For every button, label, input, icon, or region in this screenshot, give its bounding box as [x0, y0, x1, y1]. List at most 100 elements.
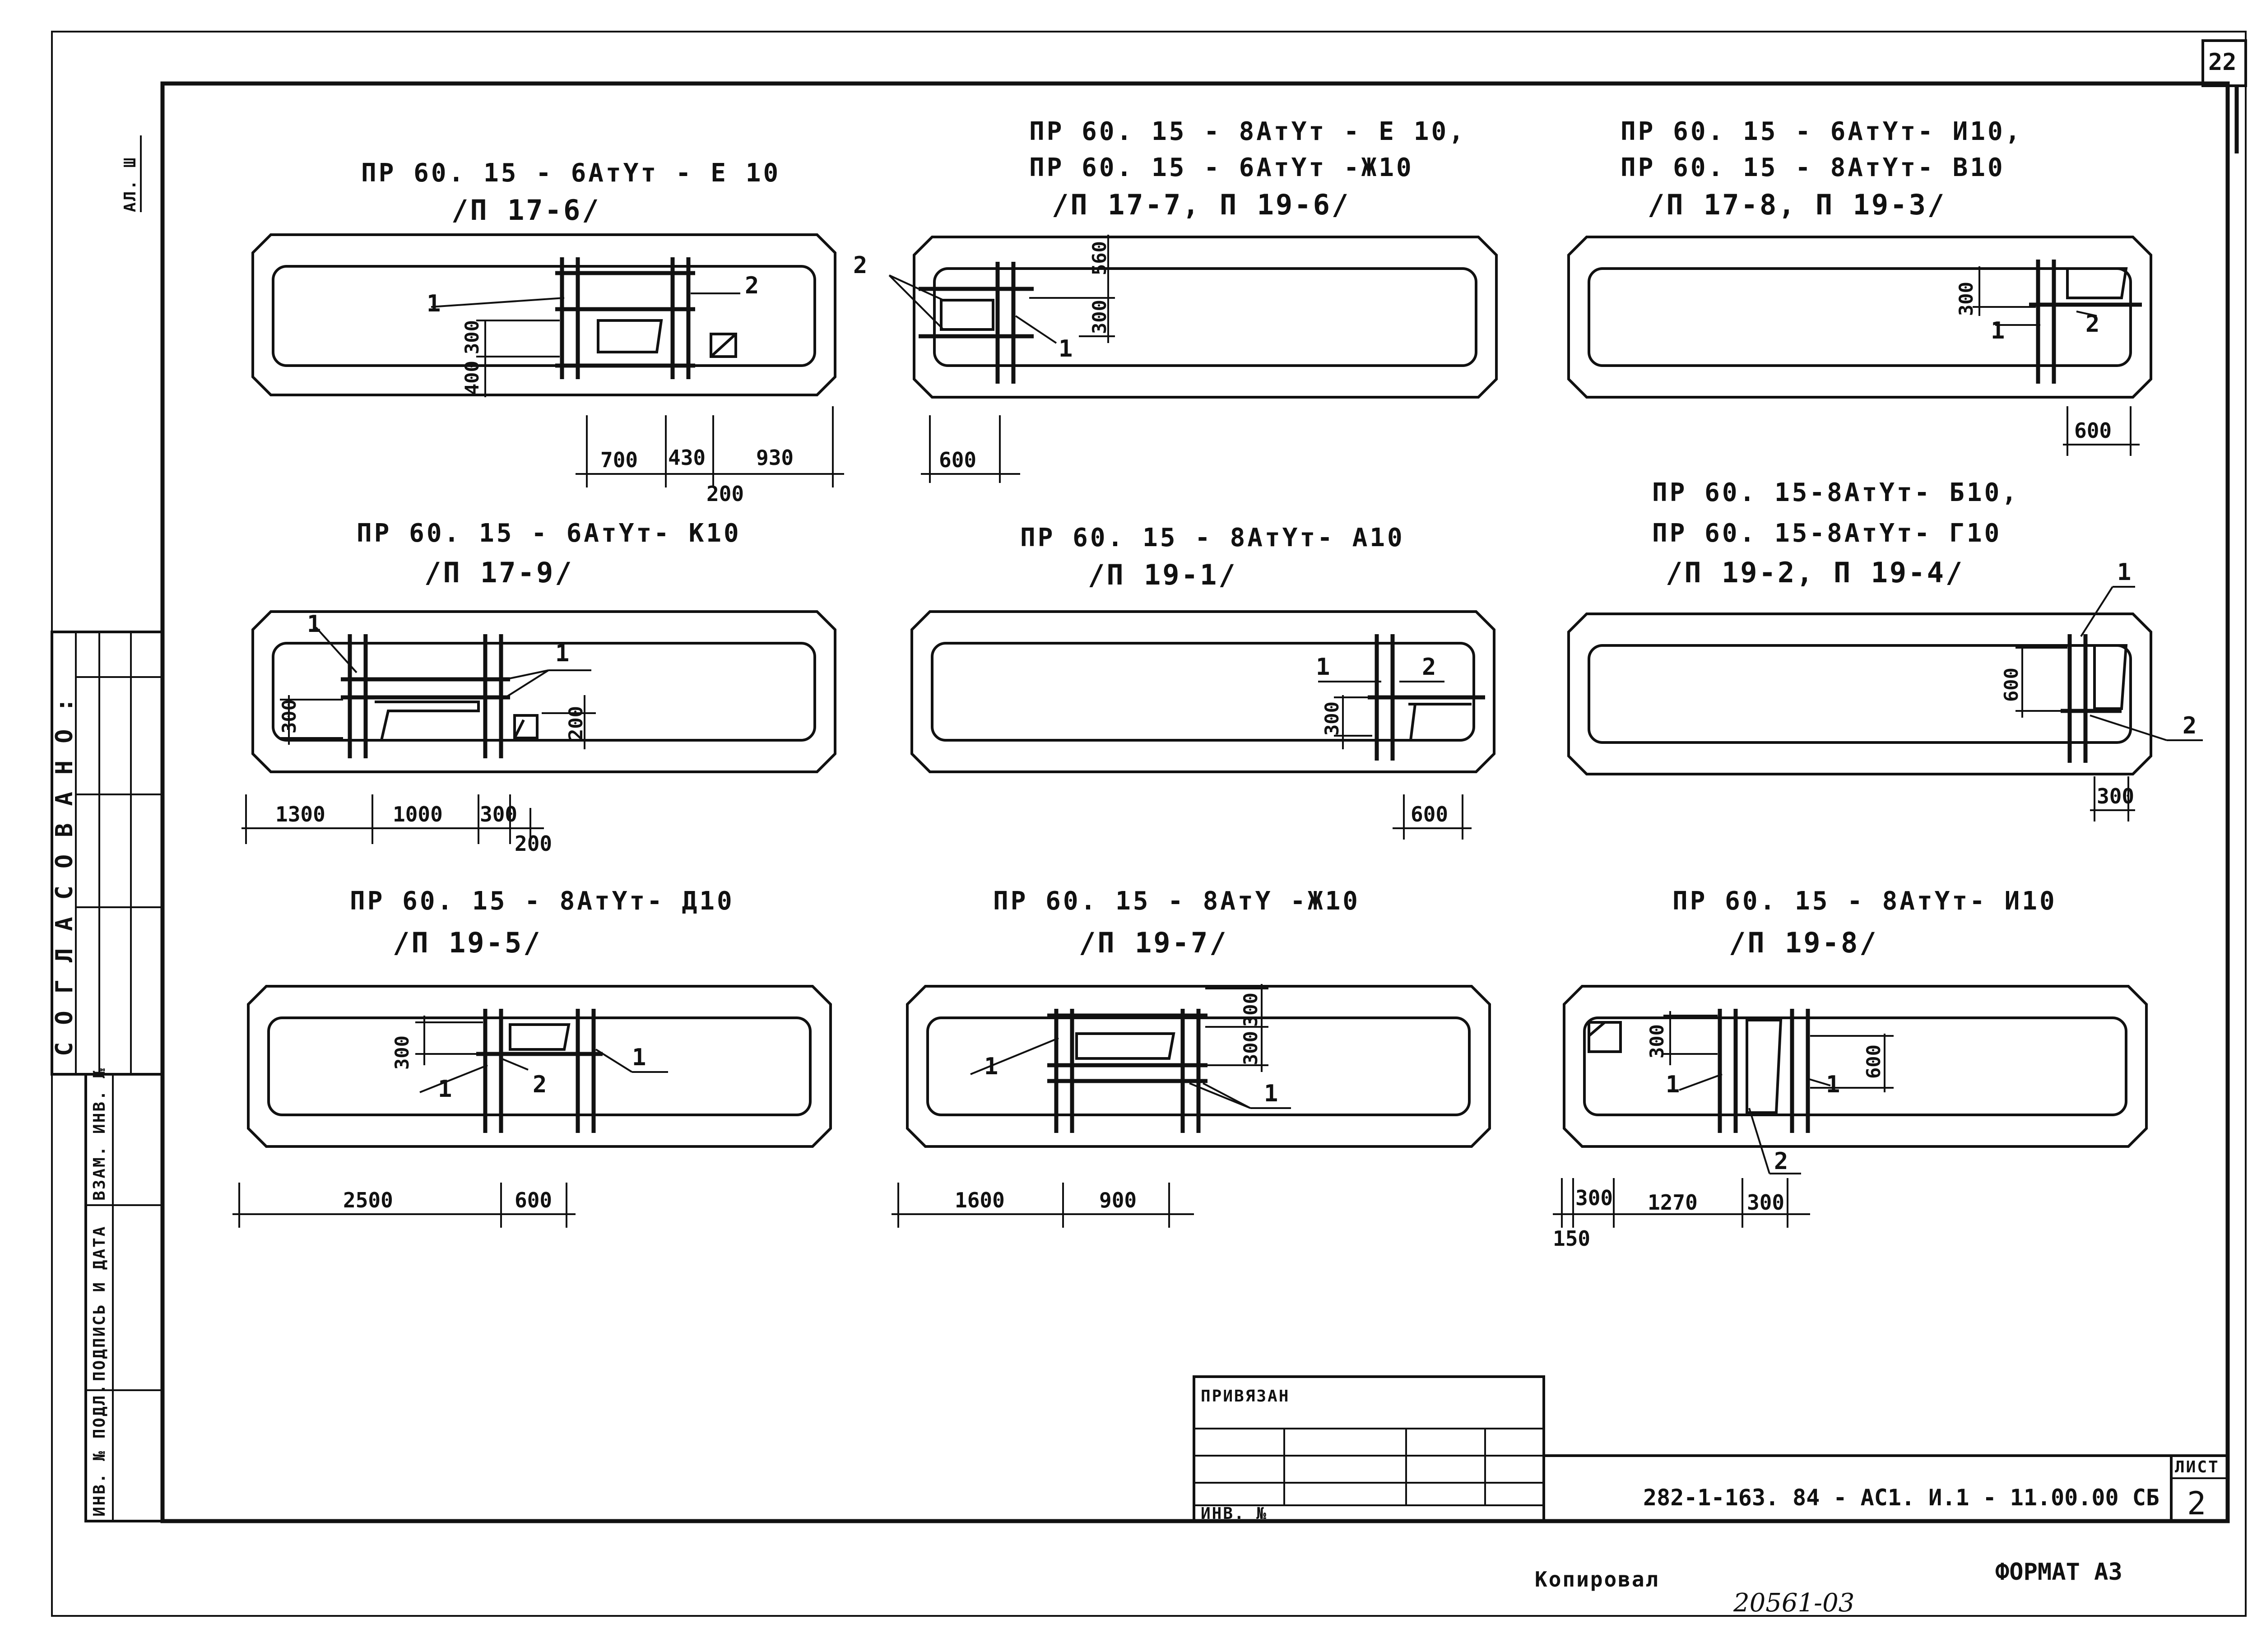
panel-9-label-2: 2	[1774, 1148, 1788, 1175]
panel-1-ref: /П 17-6/	[451, 194, 601, 227]
panel-7-label-1a: 1	[438, 1076, 452, 1103]
panel-7-label-2: 2	[533, 1071, 547, 1098]
panel-2-leader-1	[1015, 315, 1057, 344]
panel-6: ПР 60. 15-8АтҮт- Б10, ПР 60. 15-8АтҮт- Г…	[1567, 478, 2203, 821]
panel-2: ПР 60. 15 - 8АтҮт - Е 10, ПР 60. 15 - 6А…	[853, 117, 1498, 483]
panel-7-inner	[267, 1016, 812, 1116]
panel-9-opening	[1746, 1019, 1783, 1114]
panel-2-leader-2a	[889, 274, 944, 301]
panel-5-label-2: 2	[1422, 654, 1436, 681]
panel-7-title: ПР 60. 15 - 8АтҮт- Д10	[350, 886, 734, 916]
panel-3-label-1: 1	[1991, 317, 2005, 344]
sheet-number-top: 22	[2208, 49, 2237, 76]
panel-6-inner	[1588, 644, 2132, 744]
panel-4-hdim-3: 300	[480, 802, 517, 826]
panel-8-leader-1c	[1203, 1082, 1251, 1109]
panel-9-vdim-1: 300	[1646, 1024, 1668, 1058]
panel-5-inner	[931, 642, 1475, 742]
panel-4-hdim-4: 200	[515, 831, 552, 856]
panel-1: ПР 60. 15 - 6АтҮт - Е 10 /П 17-6/ 1 2 30…	[251, 158, 844, 506]
panel-5-vdim-1: 300	[1321, 701, 1343, 736]
doc-code: 282-1-163. 84 - АС1. И.1 - 11.00.00 СБ	[1643, 1485, 2159, 1511]
panel-4-label-1b: 1	[555, 640, 569, 667]
panel-5-label-1: 1	[1316, 654, 1330, 681]
panel-1-hdim-1: 700	[600, 448, 638, 472]
panel-2-label-2: 2	[853, 252, 867, 279]
panel-8-outline	[906, 985, 1491, 1148]
panel-9-label-1a: 1	[1666, 1071, 1680, 1098]
panel-3-label-2: 2	[2085, 311, 2099, 338]
panel-9-hdim-4: 150	[1553, 1226, 1590, 1251]
panel-4: ПР 60. 15 - 6АтҮт- К10 /П 17-9/ 1 1 300 …	[241, 519, 836, 856]
panel-5-hdim-1: 600	[1411, 802, 1448, 826]
panel-6-leader-1	[2080, 586, 2113, 637]
stamp-box	[84, 1073, 164, 1522]
approved-label: СОГЛАСОВАНО:	[51, 681, 78, 1056]
panel-7-leader-2	[501, 1058, 529, 1071]
panel-8-title: ПР 60. 15 - 8АтҮ -Ж10	[993, 886, 1360, 916]
panel-2-leader-2b	[888, 274, 944, 330]
panel-5-ref: /П 19-1/	[1088, 558, 1237, 591]
panel-5-opening	[1408, 703, 1472, 741]
panel-6-vdim-1: 600	[2000, 668, 2022, 702]
panel-4-hdim-1: 1300	[275, 802, 325, 826]
panel-2-title-2: ПР 60. 15 - 6АтҮт -Ж10	[1029, 153, 1414, 182]
panel-8-leader-1b	[1189, 1082, 1251, 1109]
panel-8-opening	[1075, 1032, 1175, 1060]
panel-4-label-1a: 1	[307, 611, 321, 638]
panel-8-vdim-2: 300	[1240, 1031, 1262, 1065]
panel-2-inner	[933, 267, 1477, 367]
panel-7-hdim-2: 600	[515, 1188, 552, 1212]
panel-3-ref: /П 17-8, П 19-3/	[1648, 188, 1946, 221]
panel-4-inner	[272, 642, 816, 742]
panel-1-hdim-2: 430	[668, 445, 706, 470]
panel-7-label-1b: 1	[632, 1044, 646, 1071]
inner-frame	[160, 81, 2230, 1523]
panel-4-outline	[251, 610, 836, 773]
copied-label: Копировал	[1535, 1567, 1659, 1592]
panel-2-title-1: ПР 60. 15 - 8АтҮт - Е 10,	[1029, 117, 1466, 146]
stamp-col-replace: ВЗАМ. ИНВ. №	[90, 1067, 109, 1201]
panel-7-hdim-1: 2500	[343, 1188, 393, 1212]
panel-1-vdim-2: 400	[461, 361, 483, 395]
panel-2-vdim-1: 560	[1088, 241, 1110, 275]
panel-1-outline	[251, 233, 836, 396]
panel-4-small-box	[513, 714, 539, 739]
panel-3-title-2: ПР 60. 15 - 8АтҮт- В10	[1621, 153, 2005, 182]
panel-7-outline	[247, 985, 832, 1148]
panel-6-title-1: ПР 60. 15-8АтҮт- Б10,	[1652, 478, 2019, 507]
panel-9: ПР 60. 15 - 8АтҮт- И10 /П 19-8/ 1 1 2 30…	[1553, 886, 2148, 1251]
panel-3-outline	[1567, 236, 2152, 399]
panel-9-vdim-2: 600	[1862, 1044, 1885, 1079]
panel-7: ПР 60. 15 - 8АтҮт- Д10 /П 19-5/ 1 1 2 30…	[232, 886, 832, 1228]
inv-label: ИНВ. №	[1201, 1504, 1268, 1523]
panel-5: ПР 60. 15 - 8АтҮт- А10 /П 19-1/ 1 2 300 …	[910, 523, 1495, 840]
panel-6-opening	[2093, 644, 2128, 710]
sheet-cell	[2170, 1454, 2229, 1522]
panel-9-ref: /П 19-8/	[1729, 926, 1878, 959]
panel-8-vdim-1: 300	[1240, 993, 1262, 1027]
panel-2-label-1: 1	[1059, 335, 1073, 362]
panel-9-leader-2	[1748, 1108, 1770, 1174]
panel-2-opening	[940, 299, 994, 331]
panel-2-vdim-2: 300	[1088, 300, 1110, 334]
panel-3-opening	[2066, 267, 2128, 299]
order-number: 20561-03	[1733, 1588, 1854, 1618]
panel-1-small-box	[710, 333, 737, 358]
bound-table	[1193, 1375, 1545, 1522]
panel-1-hdim-4: 200	[706, 482, 744, 506]
panel-6-ref: /П 19-2, П 19-4/	[1666, 556, 1964, 589]
panel-9-hdim-1: 300	[1575, 1186, 1613, 1210]
panel-1-inner	[272, 265, 816, 367]
title-block: ПРИВЯЗАН ИНВ. № 282-1-163. 84 - АС1. И.1…	[1193, 1375, 2229, 1618]
panel-3-inner	[1588, 267, 2132, 367]
panel-9-hdim-3: 300	[1747, 1190, 1784, 1215]
sheet-number-box	[2201, 39, 2247, 87]
bound-label: ПРИВЯЗАН	[1201, 1387, 1290, 1406]
panel-6-label-1: 1	[2117, 559, 2131, 586]
panel-4-leader-1c	[505, 669, 549, 698]
panel-1-leader-1	[431, 297, 565, 308]
panel-1-vdim-1: 300	[461, 320, 483, 354]
panel-7-vdim-1: 300	[391, 1035, 413, 1070]
